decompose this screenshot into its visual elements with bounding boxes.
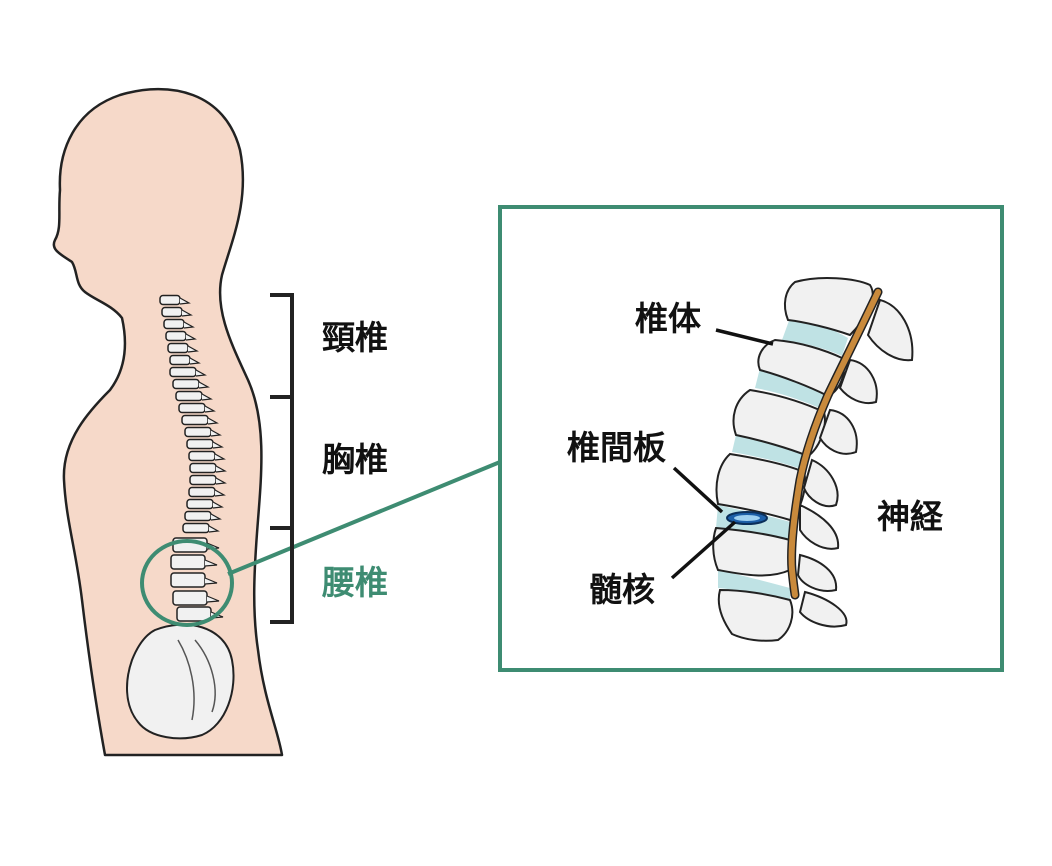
vertebra-process <box>215 465 227 473</box>
vertebra-process <box>208 525 220 533</box>
pelvis <box>126 623 235 740</box>
vertebra <box>188 450 216 462</box>
spinous-process <box>798 590 848 628</box>
disc <box>732 435 808 470</box>
vertebra <box>175 390 203 402</box>
spinous-process <box>838 358 878 404</box>
vertebra <box>170 572 206 588</box>
vertebra <box>184 510 212 522</box>
vertebra-process <box>210 429 222 437</box>
vertebra-process <box>212 441 224 449</box>
disc <box>782 318 848 356</box>
vertebra <box>163 318 185 330</box>
nerve-label: 神経 <box>877 497 943 536</box>
vertebra-process <box>204 559 218 567</box>
vertebral-body-label: 椎体 <box>635 299 701 338</box>
disc <box>718 570 790 600</box>
body-silhouette <box>52 87 284 757</box>
vertebra <box>176 606 212 622</box>
vertebra <box>165 330 187 342</box>
vertebra <box>184 426 212 438</box>
vertebra-process <box>212 501 224 509</box>
nucleus-pulposus-label: 髄核 <box>589 570 655 609</box>
vertebra <box>189 474 217 486</box>
vertebra-process <box>214 489 226 497</box>
thoracic-label: 胸椎 <box>322 440 388 479</box>
vertebra <box>159 294 181 306</box>
vertebra-process <box>185 333 197 341</box>
vertebra-process <box>204 405 216 413</box>
vertebra-process <box>207 417 219 425</box>
vertebral-body <box>783 277 874 337</box>
spine-column <box>159 294 227 622</box>
vertebra <box>169 354 191 366</box>
vertebra <box>161 306 183 318</box>
cervical-label: 頸椎 <box>322 318 388 357</box>
vertebra <box>167 342 189 354</box>
spinous-process <box>799 503 840 550</box>
spinous-process <box>802 458 839 508</box>
vertebra-process <box>214 453 226 461</box>
zoom-connector-line <box>227 460 501 576</box>
vertebral-body <box>717 588 794 642</box>
leader-nucleus-pulposus <box>670 520 737 580</box>
spinous-process <box>796 553 838 592</box>
intervertebral-disc-label: 椎間板 <box>567 428 666 467</box>
vertebra-process <box>198 381 210 389</box>
leader-vertebral-body <box>715 328 774 346</box>
vertebra <box>178 402 206 414</box>
lumbar-label: 腰椎 <box>322 563 388 602</box>
vertebra <box>172 590 208 606</box>
spinous-process <box>866 298 914 362</box>
vertebra <box>186 438 214 450</box>
vertebra-process <box>201 393 213 401</box>
vertebra <box>186 498 214 510</box>
vertebra <box>189 462 217 474</box>
vertebra-process <box>189 357 201 365</box>
vertebra <box>170 554 206 570</box>
leader-lines <box>670 328 774 580</box>
vertebra-process <box>183 321 195 329</box>
vertebra <box>182 522 210 534</box>
vertebra-process <box>210 513 222 521</box>
spinous-process <box>818 408 858 455</box>
vertebra-process <box>187 345 199 353</box>
lumbar-highlight-circle <box>140 539 234 627</box>
leader-intervertebral-disc <box>672 466 724 514</box>
vertebra-process <box>204 577 218 585</box>
vertebra-process <box>206 595 220 603</box>
vertebra <box>172 378 200 390</box>
detail-spine <box>712 277 914 642</box>
vertebra-process <box>215 477 227 485</box>
region-bracket <box>270 293 294 624</box>
vertebra-process <box>181 309 193 317</box>
vertebra <box>169 366 197 378</box>
disc <box>755 368 830 410</box>
vertebra <box>181 414 209 426</box>
vertebra-process <box>195 369 207 377</box>
vertebra <box>188 486 216 498</box>
vertebra-process <box>179 297 191 305</box>
